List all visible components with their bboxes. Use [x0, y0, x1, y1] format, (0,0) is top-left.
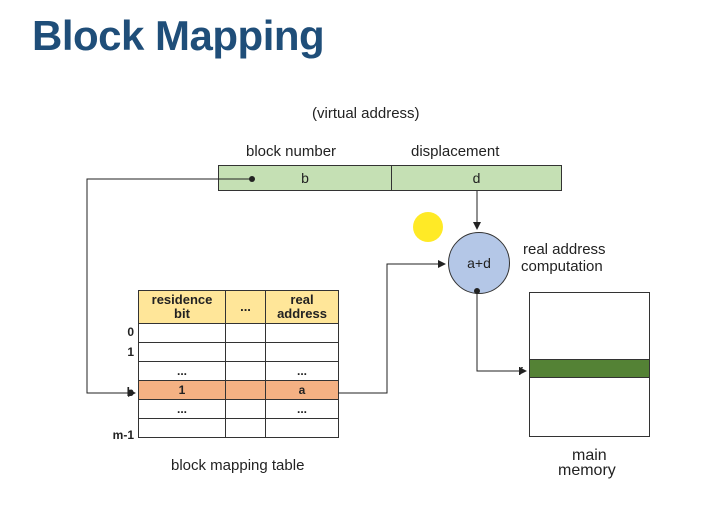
table-caption: block mapping table [171, 457, 305, 474]
memory-address-wire [476, 291, 527, 375]
memory-caption-line1: main [572, 447, 607, 464]
table-cell [265, 323, 339, 343]
table-cell [138, 342, 226, 362]
displacement-label: displacement [411, 143, 500, 160]
table-row: ... ... [138, 399, 339, 419]
table-row [138, 323, 339, 343]
row-index-0: 0 [127, 325, 134, 339]
adder-caption-line1: real address [523, 241, 606, 258]
page-title: Block Mapping [32, 12, 325, 59]
adder-caption-line2: computation [521, 258, 603, 275]
block-number-wire [86, 178, 252, 397]
address-adder: a+d [448, 232, 510, 294]
cursor-highlight [413, 212, 443, 242]
table-row-highlighted: 1 a [138, 380, 339, 400]
virtual-address-caption: (virtual address) [312, 105, 420, 122]
residence-bit-cell: 1 [138, 380, 226, 400]
table-cell: ... [265, 361, 339, 381]
header-ellipsis: ... [225, 290, 266, 324]
table-row: ... ... [138, 361, 339, 381]
table-cell [225, 342, 266, 362]
real-address-wire [338, 260, 446, 394]
table-cell [265, 418, 339, 438]
table-cell [225, 418, 266, 438]
memory-block-band [530, 359, 649, 378]
block-number-field: b [219, 166, 392, 190]
block-number-label: block number [246, 143, 337, 160]
table-cell: ... [138, 399, 226, 419]
displacement-field: d [472, 170, 481, 186]
row-index-m-1: m-1 [112, 428, 134, 442]
row-index-1: 1 [127, 345, 134, 359]
table-row [138, 342, 339, 362]
memory-caption-line2: memory [558, 462, 616, 479]
table-cell [225, 399, 266, 419]
table-cell [225, 380, 266, 400]
table-row [138, 418, 339, 438]
main-memory-box [529, 292, 650, 437]
virtual-address-bar: b d [218, 165, 562, 191]
table-cell [225, 361, 266, 381]
